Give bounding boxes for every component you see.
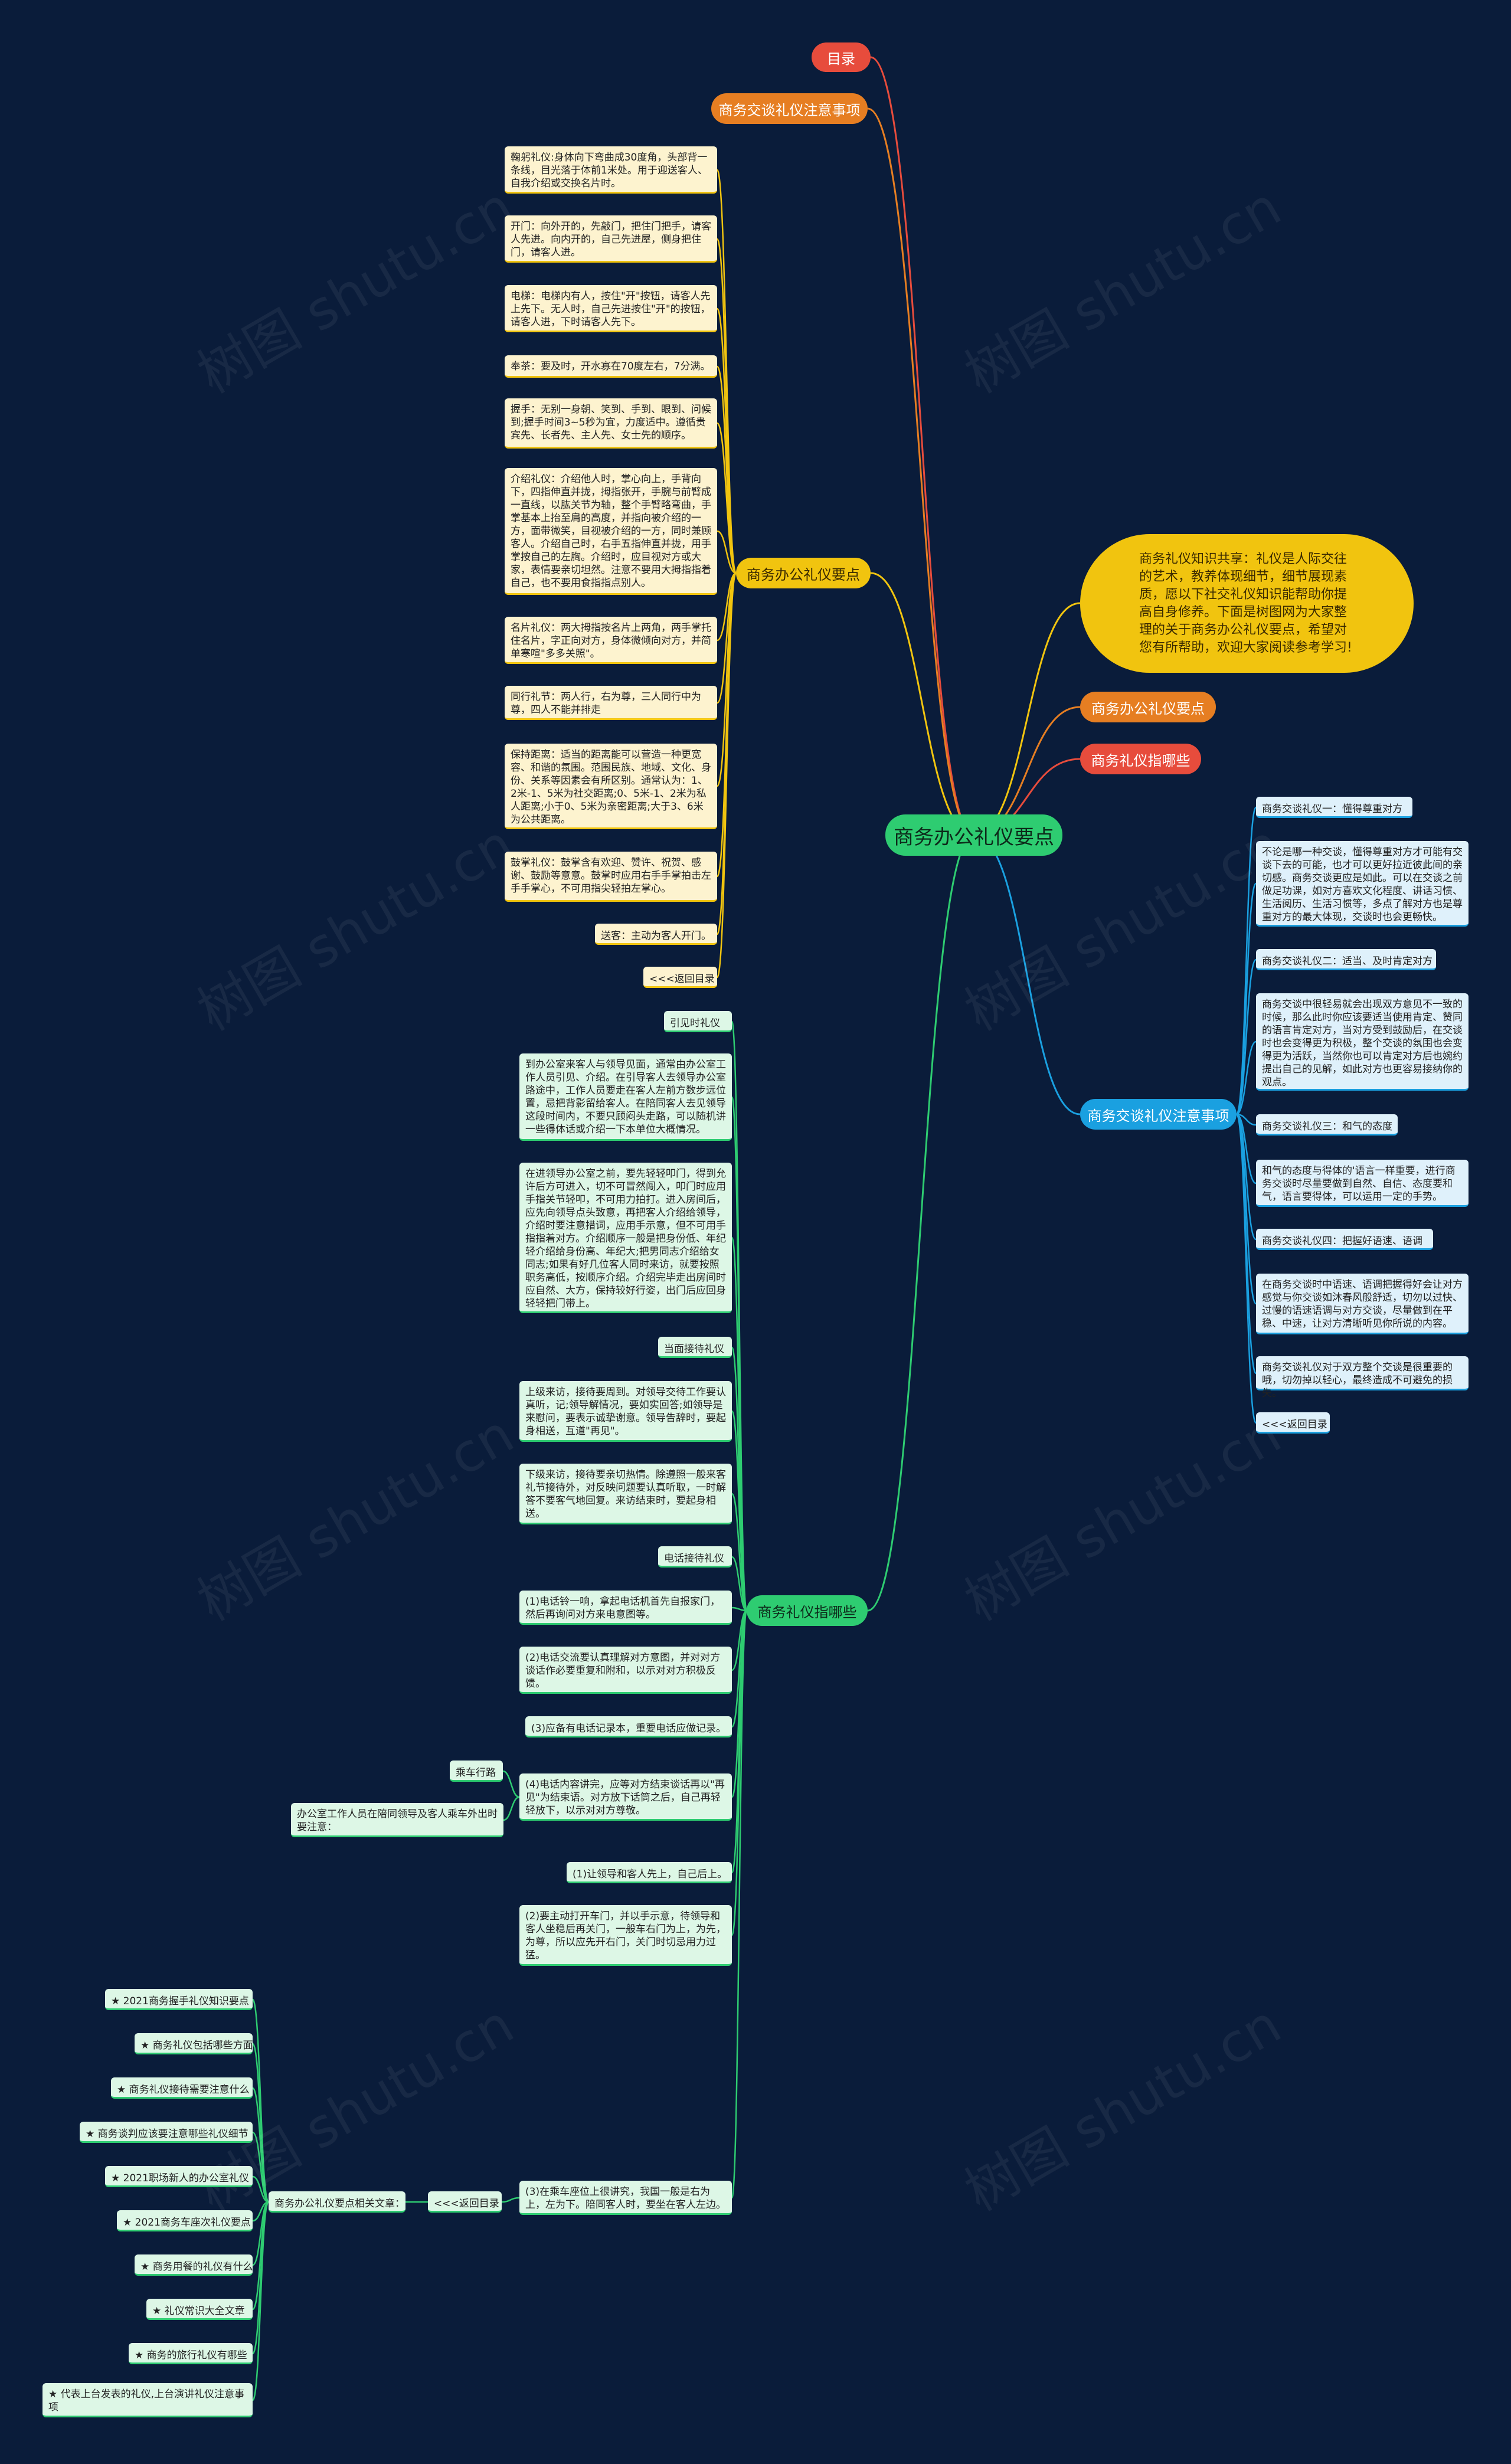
connector-line bbox=[731, 1556, 747, 1612]
related-article[interactable]: ★ 2021商务车座次礼仪要点 bbox=[117, 2210, 253, 2231]
office-item: 鞠躬礼仪:身体向下弯曲成30度角，头部背一条线，目光落于体前1米处。用于迎送客人… bbox=[505, 146, 717, 194]
which-item: 到办公室来客人与领导见面，通常由办公室工作人员引见、介绍。在引导客人去领导办公室… bbox=[519, 1053, 732, 1141]
which-item: 电话接待礼仪 bbox=[658, 1546, 732, 1568]
talk-item: 商务交谈礼仪四：把握好语速、语调 bbox=[1256, 1229, 1433, 1250]
talk-back-link[interactable]: <<<返回目录 bbox=[1256, 1412, 1330, 1434]
which-item: (3)应备有电话记录本，重要电话应做记录。 bbox=[525, 1716, 732, 1737]
connector-line bbox=[1235, 1113, 1257, 1424]
office-back-link[interactable]: <<<返回目录 bbox=[643, 967, 717, 988]
office-item: 名片礼仪：两大拇指按名片上两角，两手掌托住名片，字正向对方，身体微倾向对方，并简… bbox=[505, 617, 717, 664]
office-item: 鼓掌礼仪：鼓掌含有欢迎、赞许、祝贺、感谢、鼓励等意意。鼓掌时应用右手手掌拍击左手… bbox=[505, 852, 717, 902]
which-link-node[interactable]: 商务礼仪指哪些 bbox=[1080, 744, 1201, 774]
related-article[interactable]: ★ 2021商务握手礼仪知识要点 bbox=[105, 1989, 253, 2010]
talk-item: 在商务交谈时中语速、语调把握得好会让对方感觉与你交谈如沐春风般舒适，切勿以过快、… bbox=[1256, 1274, 1469, 1334]
related-article[interactable]: ★ 代表上台发表的礼仪,上台演讲礼仪注意事项 bbox=[42, 2383, 253, 2417]
related-article[interactable]: ★ 商务谈判应该要注意哪些礼仪细节 bbox=[80, 2122, 253, 2143]
connector-line bbox=[867, 834, 974, 1612]
connector-line bbox=[503, 1796, 520, 1821]
connector-line bbox=[1235, 806, 1257, 1115]
connector-line bbox=[716, 572, 737, 704]
connector-line bbox=[731, 1493, 748, 1612]
talk-item: 和气的态度与得体的'语言一样重要，进行商务交谈时尽量要做到自然、自信、态度要和气… bbox=[1256, 1160, 1469, 1207]
center-topic[interactable]: 商务办公礼仪要点 bbox=[885, 814, 1062, 856]
connector-line bbox=[870, 572, 974, 836]
talk-item: 商务交谈礼仪对于双方整个交谈是很重要的哦，切勿掉以轻心，最终造成不可避免的损失。 bbox=[1256, 1356, 1469, 1399]
talk-item: 不论是哪一种交谈，懂得尊重对方才可能有交谈下去的可能，也才可以更好拉近彼此间的亲… bbox=[1256, 841, 1469, 927]
which-item: (2)要主动打开车门，并以手示意，待领导和客人坐稳后再关门，一般车右门为上，为先… bbox=[519, 1905, 732, 1966]
connector-line bbox=[973, 834, 1081, 1115]
connector-line bbox=[717, 530, 737, 574]
talk-branch[interactable]: 商务交谈礼仪注意事项 bbox=[1080, 1099, 1237, 1130]
ride-label: 乘车行路 bbox=[450, 1761, 503, 1782]
office-item: 电梯：电梯内有人，按住"开"按钮，请客人先上先下。无人时，自己先进按住"开"的按… bbox=[505, 285, 717, 332]
related-article[interactable]: ★ 2021职场新人的办公室礼仪 bbox=[105, 2166, 253, 2187]
connector-line bbox=[1236, 1040, 1257, 1115]
connector-line bbox=[252, 2175, 269, 2203]
related-article[interactable]: ★ 商务的旅行礼仪有哪些 bbox=[129, 2343, 253, 2364]
which-item: (2)电话交流要认真理解对方意图，并对对方谈话作必要重复和附和，以示对对方积极反… bbox=[519, 1647, 732, 1694]
talk-item: 商务交谈礼仪一：懂得尊重对方 bbox=[1256, 797, 1412, 818]
connector-line bbox=[716, 572, 737, 979]
related-label: 商务办公礼仪要点相关文章： bbox=[269, 2191, 405, 2213]
talk-item: 商务交谈礼仪二：适当、及时肯定对方 bbox=[1256, 949, 1436, 970]
connector-line bbox=[1235, 882, 1257, 1115]
ride-desc: 办公室工作人员在陪同领导及客人乘车外出时要注意： bbox=[291, 1803, 503, 1837]
connector-line bbox=[716, 572, 737, 878]
connector-line bbox=[251, 2201, 270, 2355]
office-item: 介绍礼仪：介绍他人时，掌心向上，手背向下，四指伸直并拢，拇指张开，手腕与前臂成一… bbox=[505, 468, 717, 595]
connector-line bbox=[717, 572, 737, 642]
connector-line bbox=[731, 1606, 747, 1612]
related-article[interactable]: ★ 商务礼仪包括哪些方面 bbox=[135, 2033, 253, 2054]
connector-line bbox=[716, 422, 737, 574]
which-back-link[interactable]: <<<返回目录 bbox=[428, 2191, 502, 2213]
connector-line bbox=[1235, 958, 1257, 1115]
connector-line bbox=[251, 2201, 270, 2401]
connector-line bbox=[731, 1410, 748, 1612]
toc-node[interactable]: 目录 bbox=[812, 42, 871, 72]
connector-line bbox=[501, 2197, 520, 2203]
which-item: (1)让领导和客人先上，自己后上。 bbox=[567, 1862, 732, 1883]
connector-line bbox=[252, 2131, 269, 2203]
office-item: 保持距离：适当的距离能可以营造一种更宽容、和谐的氛围。范围民族、地域、文化、身份… bbox=[505, 744, 717, 829]
which-item: (4)电话内容讲完，应等对方结束谈话再以"再见"为结束语。对方放下话筒之后，自己… bbox=[519, 1773, 732, 1821]
related-article[interactable]: ★ 商务礼仪接待需要注意什么 bbox=[111, 2077, 253, 2099]
which-item: 在进领导办公室之前，要先轻轻叩门，得到允许后方可进入，切不可冒然闯入，叩门时应用… bbox=[519, 1163, 732, 1313]
which-branch[interactable]: 商务礼仪指哪些 bbox=[747, 1595, 868, 1626]
connector-line bbox=[716, 238, 737, 574]
connector-line bbox=[731, 1609, 748, 2199]
office-item: 开门：向外开的，先敲门，把住门把手，请客人先进。向内开的，自己先进屋，侧身把住门… bbox=[505, 215, 717, 263]
connector-line bbox=[502, 1770, 520, 1798]
related-article[interactable]: ★ 礼仪常识大全文章 bbox=[146, 2299, 253, 2320]
office-item: 同行礼节：两人行，右为尊，三人同行中为尊，四人不能并排走 bbox=[505, 686, 717, 720]
connector-line bbox=[867, 107, 974, 836]
which-item: 引见时礼仪 bbox=[664, 1011, 732, 1032]
connector-line bbox=[870, 56, 974, 836]
office-branch[interactable]: 商务办公礼仪要点 bbox=[736, 558, 871, 588]
office-link-node[interactable]: 商务办公礼仪要点 bbox=[1080, 692, 1216, 722]
which-item: 下级来访，接待要亲切热情。除遵照一般来客礼节接待外，对反映问题要认真听取，一时解… bbox=[519, 1464, 732, 1524]
which-item: (3)在乘车座位上很讲究，我国一般是右为上，左为下。陪同客人时，要坐在客人左边。 bbox=[519, 2181, 732, 2215]
biz-talk-top-node[interactable]: 商务交谈礼仪注意事项 bbox=[711, 93, 868, 124]
intro-bubble: 商务礼仪知识共享：礼仪是人际交往的艺术，教养体现细节，细节展现素质，愿以下社交礼… bbox=[1080, 534, 1414, 673]
talk-item: 商务交谈礼仪三：和气的态度 bbox=[1256, 1114, 1398, 1136]
office-item: 奉茶：要及时，开水寡在70度左右，7分满。 bbox=[505, 355, 717, 378]
which-item: (1)电话铃一响，拿起电话机首先自报家门，然后再询问对方来电意图等。 bbox=[519, 1591, 732, 1625]
office-item: 送客：主动为客人开门。 bbox=[595, 924, 717, 945]
connector-line bbox=[973, 602, 1081, 836]
office-item: 握手：无别一身朝、笑到、手到、眼到、问候到;握手时间3~5秒为宜，力度适中。遵循… bbox=[505, 398, 717, 449]
talk-item: 商务交谈中很轻易就会出现双方意见不一致的时候，那么此时你应该要适当使用肯定、赞同… bbox=[1256, 993, 1469, 1091]
related-article[interactable]: ★ 商务用餐的礼仪有什么 bbox=[135, 2254, 253, 2276]
which-item: 当面接待礼仪 bbox=[658, 1337, 732, 1358]
which-item: 上级来访，接待要周到。对领导交待工作要认真听，记;领导解情况，要如实回答;如领导… bbox=[519, 1381, 732, 1442]
